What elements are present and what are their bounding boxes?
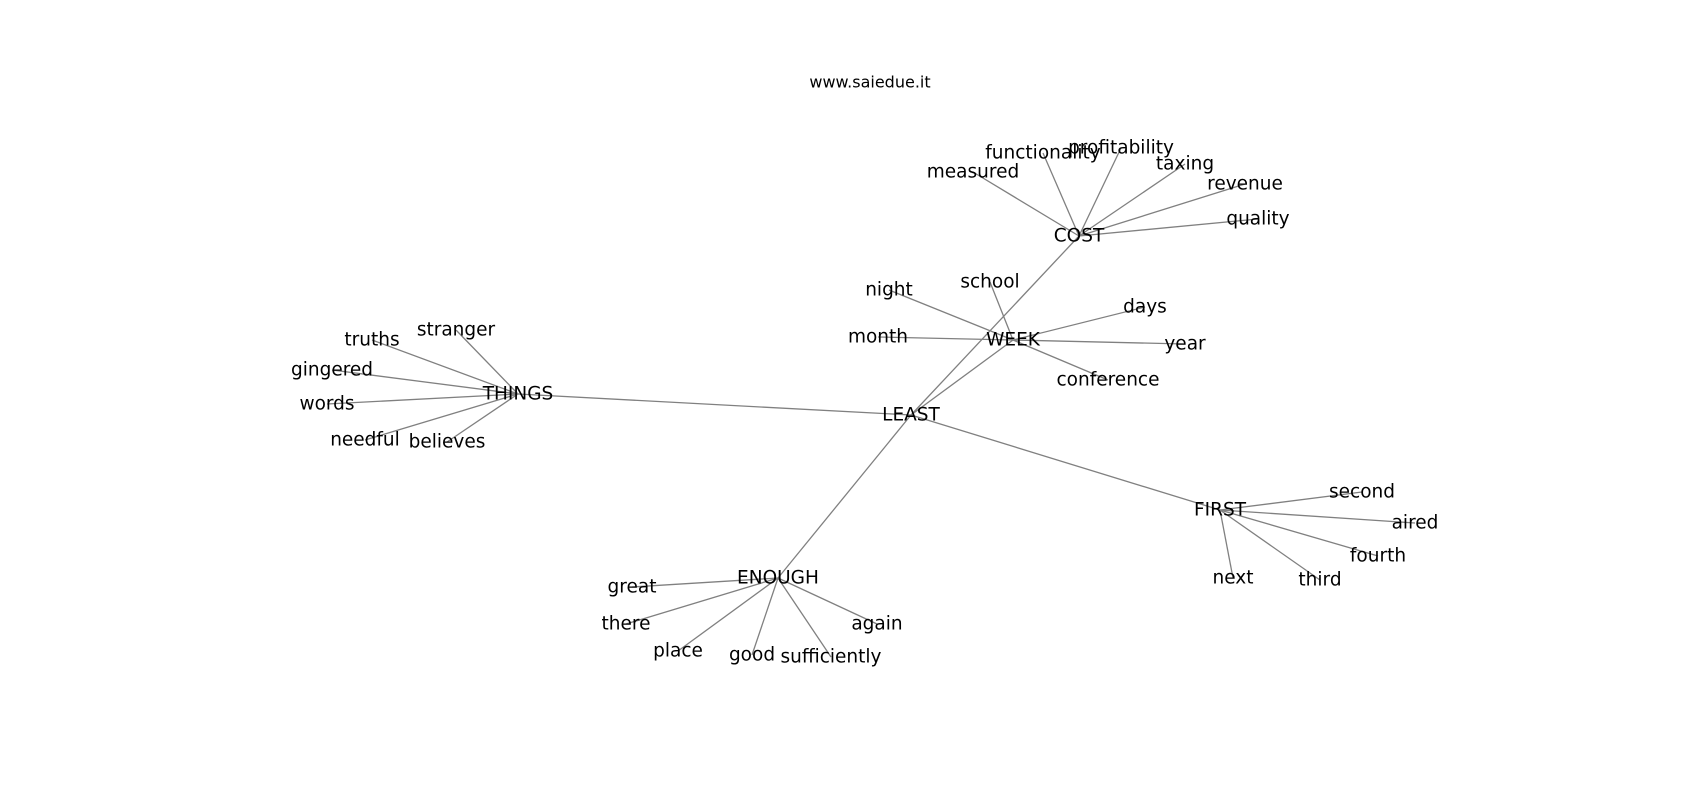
edge-least-cost (910, 235, 1080, 416)
node-label-again: again (851, 614, 902, 635)
node-label-good: good (729, 645, 775, 666)
edge-week-days (1012, 306, 1146, 341)
node-label-aired: aired (1392, 513, 1439, 534)
node-label-enough: ENOUGH (737, 568, 819, 589)
edge-week-school (989, 281, 1014, 341)
edge-enough-sufficiently (777, 577, 832, 658)
node-label-truths: truths (344, 330, 399, 351)
edge-cost-profitability (1078, 147, 1122, 237)
edge-week-month (877, 336, 1014, 341)
edge-least-things (517, 393, 912, 416)
node-label-conference: conference (1057, 370, 1160, 391)
node-label-there: there (602, 614, 651, 635)
edge-cost-taxing (1078, 163, 1186, 237)
edge-cost-quality (1078, 218, 1259, 237)
edge-least-week (910, 339, 1014, 416)
edge-week-conference (1012, 339, 1109, 381)
node-label-sufficiently: sufficiently (780, 647, 881, 668)
edge-enough-there (625, 577, 779, 625)
edge-things-stranger (455, 329, 519, 395)
node-label-functionality: functionality (985, 143, 1100, 164)
node-label-believes: believes (409, 432, 486, 453)
edge-least-enough (777, 414, 912, 579)
node-label-second: second (1329, 482, 1395, 503)
graph-edges (326, 147, 1416, 658)
node-label-days: days (1123, 297, 1167, 318)
edge-enough-great (631, 577, 779, 588)
node-label-taxing: taxing (1156, 154, 1214, 175)
edge-cost-measured (972, 171, 1080, 237)
edge-things-believes (446, 393, 519, 443)
node-label-month: month (848, 327, 908, 348)
edge-cost-functionality (1042, 152, 1080, 237)
edge-things-truths (371, 339, 519, 395)
node-label-place: place (653, 641, 703, 662)
node-label-great: great (608, 577, 657, 598)
edge-enough-again (777, 577, 878, 625)
node-label-fourth: fourth (1350, 546, 1406, 567)
node-label-third: third (1298, 570, 1341, 591)
edge-first-aired (1219, 509, 1416, 524)
edge-things-needful (364, 393, 519, 441)
edge-first-next (1219, 509, 1234, 579)
edge-first-fourth (1219, 509, 1379, 557)
node-label-measured: measured (927, 162, 1019, 183)
node-label-week: WEEK (986, 330, 1041, 351)
edge-cost-revenue (1078, 183, 1246, 237)
node-label-next: next (1213, 568, 1254, 589)
edge-week-year (1012, 339, 1186, 345)
node-label-revenue: revenue (1207, 174, 1283, 195)
node-label-gingered: gingered (291, 360, 373, 381)
edge-things-words (326, 393, 519, 405)
node-label-words: words (299, 394, 354, 415)
node-label-year: year (1164, 334, 1206, 355)
edge-least-first (910, 414, 1221, 511)
node-label-stranger: stranger (417, 320, 496, 341)
edge-enough-good (751, 577, 779, 656)
edge-week-night (888, 289, 1014, 341)
node-label-first: FIRST (1194, 500, 1247, 521)
node-label-night: night (865, 280, 913, 301)
node-label-quality: quality (1226, 209, 1289, 230)
graph-title: www.saiedue.it (809, 73, 930, 92)
node-label-things: THINGS (482, 384, 554, 405)
node-label-school: school (960, 272, 1019, 293)
edge-things-gingered (331, 369, 519, 395)
node-label-needful: needful (330, 430, 400, 451)
edge-enough-place (677, 577, 779, 652)
node-label-profitability: profitability (1068, 138, 1174, 159)
graph-nodes: LEAST THINGS COST WEEK FIRST ENOUGH stranger tr… (291, 138, 1438, 668)
node-label-cost: COST (1054, 226, 1105, 247)
edge-first-third (1219, 509, 1321, 581)
node-label-least: LEAST (882, 405, 940, 426)
edge-first-second (1219, 491, 1363, 511)
